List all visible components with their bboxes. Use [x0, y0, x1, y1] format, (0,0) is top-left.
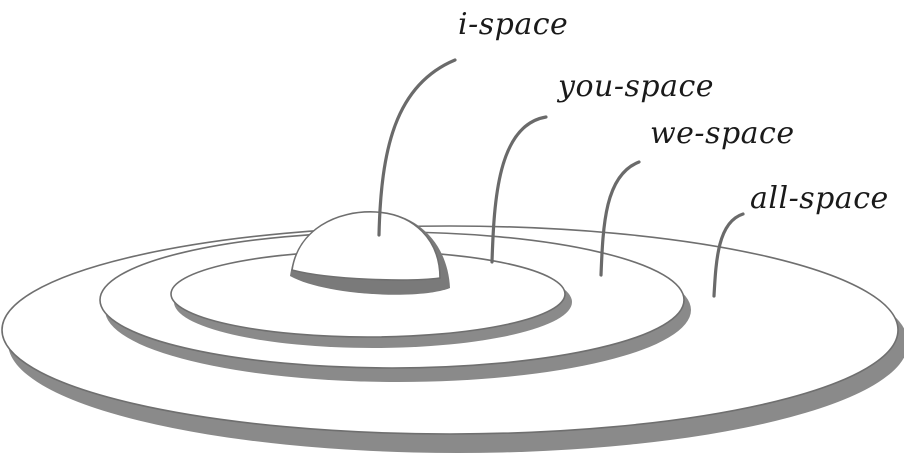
- i-space-label: i-space: [458, 7, 568, 42]
- you-space-label: you-space: [556, 69, 714, 104]
- i-space-dome: [290, 212, 450, 295]
- we-space-label: we-space: [650, 116, 795, 151]
- i-space-leader: [379, 60, 455, 235]
- all-space-label: all-space: [750, 181, 889, 216]
